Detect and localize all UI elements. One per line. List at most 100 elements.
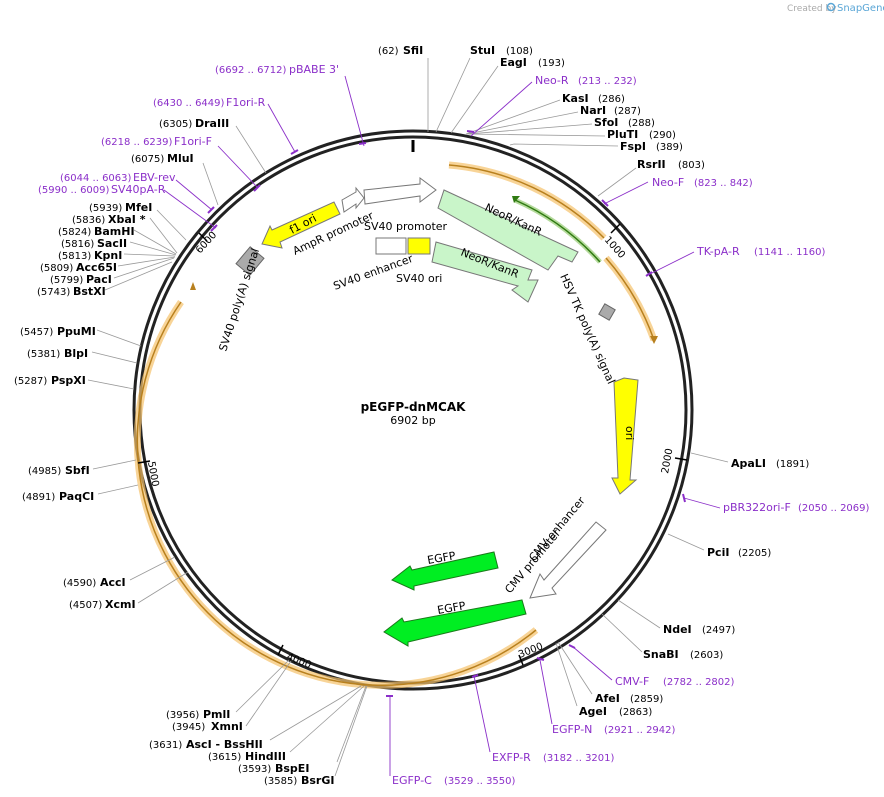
restriction-sites-polyline-165 xyxy=(149,217,178,254)
feature-neor-inner-arrow[interactable] xyxy=(431,241,539,303)
enzyme-bspei[interactable]: BspEI xyxy=(275,762,309,775)
enzyme-pos-paci: (5799) xyxy=(50,275,83,286)
enzyme-kpni[interactable]: KpnI xyxy=(94,249,122,262)
primer-range-ebv-rev: (6044 .. 6063) xyxy=(60,173,132,184)
enzyme-pos-stui: (108) xyxy=(506,46,533,57)
enzyme-acci[interactable]: AccI xyxy=(100,576,126,589)
orf-highlights-polygon-14 xyxy=(190,282,196,290)
enzyme-pos-bstxi: (5743) xyxy=(37,287,70,298)
feature-neor-outer-arrow[interactable] xyxy=(437,189,579,271)
orf-highlights-path-10 xyxy=(605,257,655,341)
restriction-sites-polyline-111 xyxy=(336,685,367,763)
enzyme-bstxi[interactable]: BstXI xyxy=(73,285,106,298)
enzyme-xcmi[interactable]: XcmI xyxy=(105,598,136,611)
enzyme-pos-acc65i: (5809) xyxy=(40,263,73,274)
feature-f1-ori-arrow[interactable] xyxy=(261,201,341,249)
primer-range-exfp-r: (3182 .. 3201) xyxy=(543,753,615,764)
enzyme-pos-hindiii: (3615) xyxy=(208,752,241,763)
enzyme-paqci[interactable]: PaqCI xyxy=(59,490,94,503)
restriction-sites-polyline-69 xyxy=(450,65,499,134)
enzyme-blpi[interactable]: BlpI xyxy=(64,347,88,360)
enzyme-agei[interactable]: AgeI xyxy=(579,705,607,718)
enzyme-mlui[interactable]: MluI xyxy=(167,152,194,165)
enzyme-ndei[interactable]: NdeI xyxy=(663,623,692,636)
enzyme-draiii[interactable]: DraIII xyxy=(195,117,229,130)
orf-highlights xyxy=(133,161,658,689)
primer-neo-f[interactable]: Neo-F xyxy=(652,176,684,189)
restriction-sites-polyline-126 xyxy=(137,571,189,604)
enzyme-xmni[interactable]: XmnI xyxy=(211,720,243,733)
feature-ori-arrow[interactable] xyxy=(611,377,639,495)
primer-ebv-rev[interactable]: EBV-rev xyxy=(133,171,176,184)
enzyme-pos-mfei: (5939) xyxy=(89,203,122,214)
primer-sites-polyline-198 xyxy=(470,81,533,137)
enzyme-ppumi[interactable]: PpuMI xyxy=(57,325,96,338)
primer-f1ori-f[interactable]: F1ori-F xyxy=(174,135,212,148)
enzyme-pos-apali: (1891) xyxy=(776,459,809,470)
credit-brand[interactable]: SnapGene xyxy=(837,3,884,14)
enzyme-kasi[interactable]: KasI xyxy=(562,92,589,105)
feature-sv40-enhancer-box[interactable] xyxy=(375,237,407,255)
enzyme-bamhi[interactable]: BamHI xyxy=(94,225,135,238)
feature-egfp-outer-arrow[interactable] xyxy=(383,599,527,647)
feature-cmv-arrow[interactable] xyxy=(529,521,607,599)
orf-highlights-path-12 xyxy=(133,300,539,689)
restriction-sites-polyline-123 xyxy=(235,659,290,713)
enzyme-afei[interactable]: AfeI xyxy=(595,692,620,705)
feature-sv40-ori-box[interactable] xyxy=(407,237,431,255)
feature-sv40-promoter-arrow[interactable] xyxy=(363,177,437,205)
feature-label-ori: ori xyxy=(623,426,636,440)
enzyme-snabi[interactable]: SnaBI xyxy=(643,648,679,661)
restriction-sites-polyline-96 xyxy=(617,599,661,629)
enzyme-pos-eagi: (193) xyxy=(538,58,565,69)
enzyme-sbfi[interactable]: SbfI xyxy=(65,464,90,477)
enzyme-mfei[interactable]: MfeI xyxy=(125,201,152,214)
enzyme-xbai[interactable]: XbaI * xyxy=(108,213,146,226)
enzyme-sfii[interactable]: SfiI xyxy=(403,44,423,57)
enzyme-hindiii[interactable]: HindIII xyxy=(245,750,286,763)
primer-sv40pa-r[interactable]: SV40pA-R xyxy=(111,183,166,196)
primer-exfp-r[interactable]: EXFP-R xyxy=(492,751,531,764)
primer-f1ori-r[interactable]: F1ori-R xyxy=(226,96,266,109)
enzyme-nari[interactable]: NarI xyxy=(580,104,606,117)
enzyme-sacii[interactable]: SacII xyxy=(97,237,127,250)
feature-egfp-inner-arrow[interactable] xyxy=(391,551,499,591)
feature-sv40-polya-box[interactable] xyxy=(235,246,265,276)
enzyme-pos-nari: (287) xyxy=(614,106,641,117)
tick-mark-6000 xyxy=(198,232,208,242)
enzyme-pos-pcii: (2205) xyxy=(738,548,771,559)
primer-sites-line-219 xyxy=(536,657,545,661)
enzyme-ascibsshii[interactable]: AscI - BssHII xyxy=(186,738,263,751)
primer-cmv-f[interactable]: CMV-F xyxy=(615,675,649,688)
enzyme-pos-bamhi: (5824) xyxy=(58,227,91,238)
enzyme-rsrii[interactable]: RsrII xyxy=(637,158,666,171)
enzyme-fspi[interactable]: FspI xyxy=(620,140,646,153)
enzyme-pspxi[interactable]: PspXI xyxy=(51,374,86,387)
feature-hsv-tk-polya-box[interactable] xyxy=(598,303,616,321)
enzyme-pmli[interactable]: PmlI xyxy=(203,708,230,721)
restriction-sites-polyline-168 xyxy=(156,209,187,241)
primer-pbabe3[interactable]: pBABE 3' xyxy=(289,63,339,76)
primer-egfp-n[interactable]: EGFP-N xyxy=(552,723,592,736)
primer-tk-pa-r[interactable]: TK-pA-R xyxy=(696,245,740,258)
enzyme-apali[interactable]: ApaLI xyxy=(731,457,766,470)
primer-pbr322ori-f[interactable]: pBR322ori-F xyxy=(723,501,791,514)
enzyme-sfoi[interactable]: SfoI xyxy=(594,116,618,129)
enzyme-bsrgi[interactable]: BsrGI xyxy=(301,774,334,787)
primer-range-sv40pa-r: (5990 .. 6009) xyxy=(38,185,110,196)
enzyme-pluti[interactable]: PluTI xyxy=(607,128,638,141)
enzyme-stui[interactable]: StuI xyxy=(470,44,495,57)
primer-sites-line-207 xyxy=(645,271,653,277)
primer-sites-polyline-202 xyxy=(603,181,649,205)
primer-neo-r[interactable]: Neo-R xyxy=(535,74,569,87)
enzyme-pcii[interactable]: PciI xyxy=(707,546,729,559)
primer-range-cmv-f: (2782 .. 2802) xyxy=(663,677,735,688)
enzyme-acc65i[interactable]: Acc65I xyxy=(76,261,117,274)
primer-egfp-c[interactable]: EGFP-C xyxy=(392,774,432,787)
feature-ampr-promoter-arrow[interactable] xyxy=(341,186,365,213)
primer-sites-line-215 xyxy=(568,644,576,649)
enzyme-pos-ppumi: (5457) xyxy=(20,327,53,338)
enzyme-eagi[interactable]: EagI xyxy=(500,56,527,69)
enzyme-paci[interactable]: PacI xyxy=(86,273,112,286)
